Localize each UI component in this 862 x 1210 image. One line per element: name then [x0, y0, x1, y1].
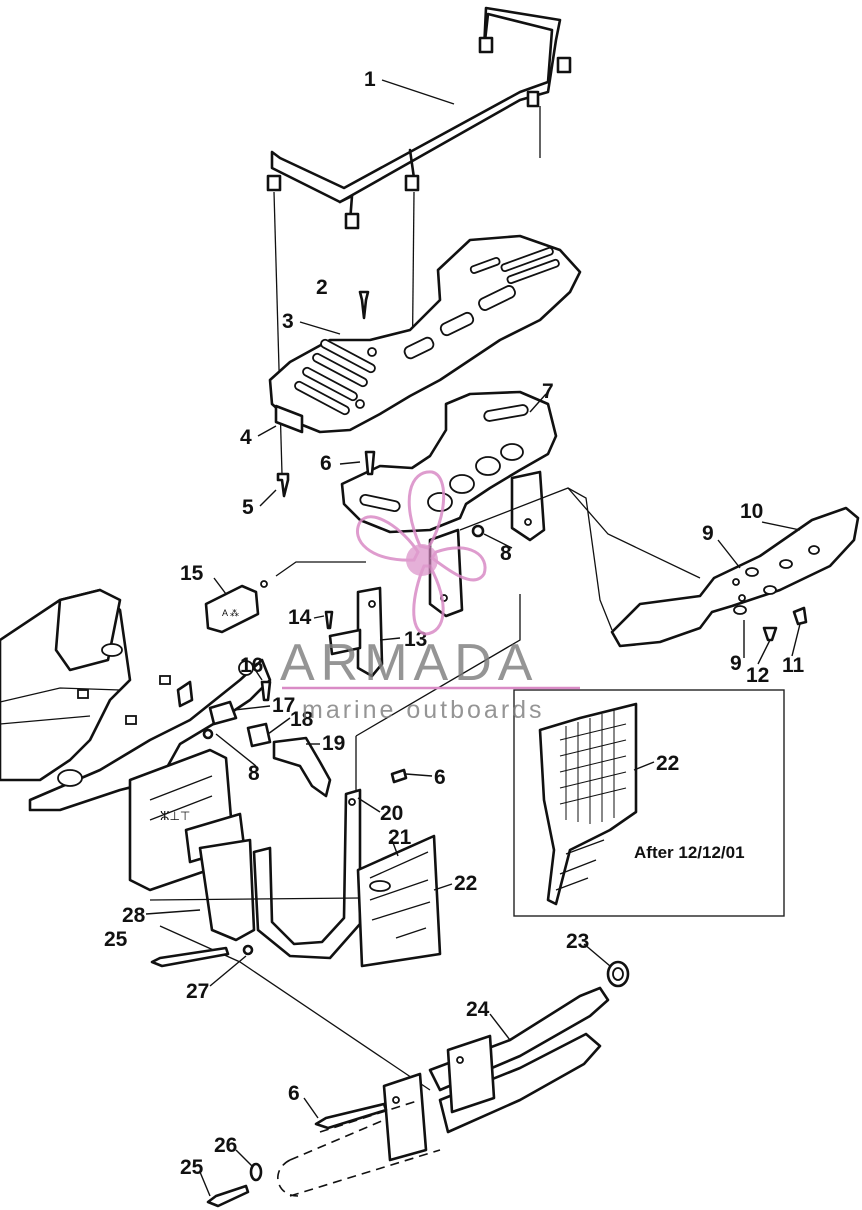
part-10-bumper-bar — [610, 506, 860, 648]
callout-26: 26 — [214, 1134, 237, 1157]
callout-9-bottom: 9 — [730, 652, 742, 675]
part-6-bolt-mid — [390, 768, 408, 784]
callout-1: 1 — [364, 68, 376, 91]
callout-25-upper: 25 — [104, 928, 128, 951]
callout-11: 11 — [782, 654, 805, 677]
part-15-tail-light: A ⁂ — [204, 580, 268, 634]
part-6-bolt-top — [364, 450, 376, 476]
part-4-reflector — [274, 404, 304, 434]
part-25-bolt-upper — [150, 946, 230, 968]
callout-28: 28 — [122, 904, 146, 927]
callout-17: 17 — [272, 694, 295, 717]
propeller-logo — [356, 470, 487, 636]
part-26-washer — [249, 1162, 263, 1182]
part-2-screw — [358, 290, 370, 320]
callout-numbers: 1 2 3 4 5 6 7 8 9 10 15 14 13 9 12 11 16… — [104, 68, 805, 1179]
part-13-light-bracket — [328, 586, 384, 678]
part-6-bolt-lower — [314, 1102, 388, 1130]
callout-10: 10 — [740, 500, 763, 523]
svg-text:A ⁂: A ⁂ — [222, 608, 239, 618]
callout-27: 27 — [186, 980, 209, 1003]
inset-note: After 12/12/01 — [634, 843, 745, 862]
callout-3: 3 — [282, 310, 294, 333]
callout-8-right: 8 — [500, 542, 512, 565]
callout-20: 20 — [380, 802, 403, 825]
watermark-subtitle: marine outboards — [302, 696, 545, 724]
part-5-bolt — [276, 472, 290, 498]
callout-9-top: 9 — [702, 522, 714, 545]
callout-21: 21 — [388, 826, 412, 849]
part-7-mount-bracket — [340, 390, 558, 618]
callout-6-lower: 6 — [288, 1082, 300, 1105]
callout-22-inset: 22 — [656, 752, 679, 775]
part-3-rack-plate — [268, 234, 582, 434]
svg-text:ⵣ⊥⊤: ⵣ⊥⊤ — [160, 809, 190, 823]
part-8-nut — [471, 524, 485, 538]
callout-7: 7 — [542, 380, 554, 403]
part-11-bolt — [792, 606, 808, 626]
callout-2: 2 — [316, 276, 328, 299]
callout-14: 14 — [288, 606, 312, 629]
part-17-clip — [208, 700, 238, 726]
watermark-title: ARMADA — [280, 634, 538, 692]
callout-12: 12 — [746, 664, 769, 687]
part-19-brace — [272, 736, 332, 798]
callout-25-lower: 25 — [180, 1156, 204, 1179]
part-14-screw — [324, 610, 334, 630]
watermark: ARMADA marine outboards — [280, 470, 580, 724]
callout-8-left: 8 — [248, 762, 260, 785]
callout-16: 16 — [240, 654, 263, 677]
callout-22: 22 — [454, 872, 477, 895]
part-8-nut-left — [202, 728, 214, 740]
part-27-washer — [242, 944, 254, 956]
callout-24: 24 — [466, 998, 490, 1021]
part-25-bolt-lower — [206, 1184, 250, 1208]
callout-6-mid: 6 — [434, 766, 446, 789]
part-18-connector — [246, 722, 272, 748]
part-1-rack-rail — [266, 6, 572, 230]
callout-4: 4 — [240, 426, 252, 449]
part-24-front-bumper — [382, 986, 610, 1162]
callout-19: 19 — [322, 732, 345, 755]
part-16-screw — [260, 680, 272, 702]
callout-6-top: 6 — [320, 452, 332, 475]
leader-lines — [145, 79, 801, 1197]
part-12-screw — [762, 626, 778, 642]
part-20-bumper-support — [198, 788, 362, 960]
part-22-mud-flap — [356, 834, 442, 968]
callout-18: 18 — [290, 708, 314, 731]
part-23-end-cap — [606, 960, 630, 988]
callout-5: 5 — [242, 496, 254, 519]
callout-15: 15 — [180, 562, 204, 585]
callout-23: 23 — [566, 930, 589, 953]
inset-panel: After 12/12/01 — [513, 689, 785, 917]
